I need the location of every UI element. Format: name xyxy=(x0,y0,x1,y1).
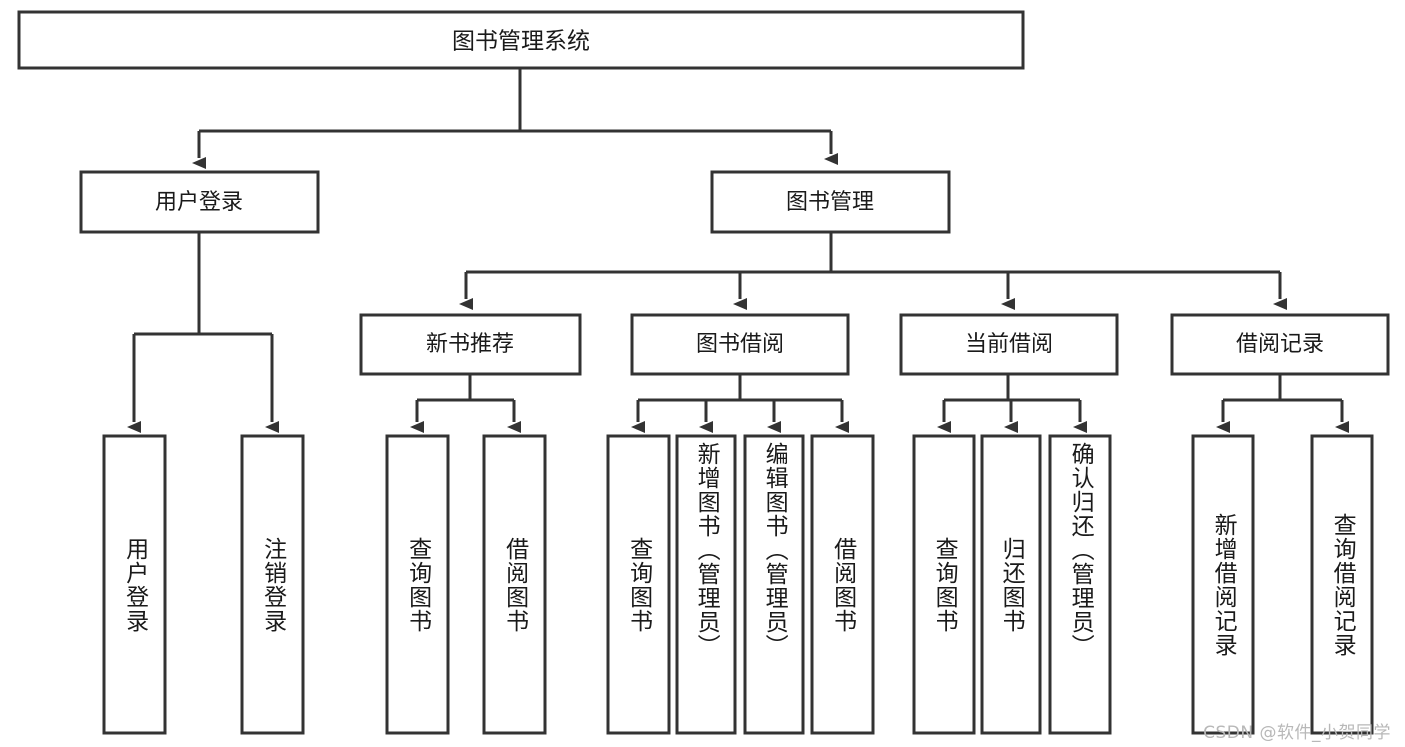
node-leaf-add-book-box[interactable] xyxy=(675,434,737,735)
edge-group-book-manage xyxy=(459,232,1287,310)
node-leaf-user-logout-box[interactable] xyxy=(240,434,305,735)
node-book-manage[interactable]: 图书管理 xyxy=(710,170,951,234)
leaf-boxes xyxy=(102,434,1374,735)
node-leaf-query-book-2-box[interactable] xyxy=(606,434,671,735)
node-leaf-edit-book-box[interactable] xyxy=(743,434,805,735)
node-leaf-return-book-box[interactable] xyxy=(980,434,1042,735)
node-root-box[interactable] xyxy=(17,10,1025,70)
node-current-borrow-box[interactable] xyxy=(899,313,1119,376)
node-current-borrow[interactable]: 当前借阅 xyxy=(899,313,1119,376)
node-current-borrow-label: 当前借阅 xyxy=(965,332,1053,357)
node-new-book-recommend[interactable]: 新书推荐 xyxy=(359,313,582,376)
edge-group-new-book-recommend xyxy=(410,374,521,433)
node-root[interactable]: 图书管理系统 xyxy=(17,10,1025,70)
node-leaf-user-login-box[interactable] xyxy=(102,434,167,735)
node-new-book-recommend-box[interactable] xyxy=(359,313,582,376)
node-book-manage-box[interactable] xyxy=(710,170,951,234)
node-book-manage-label: 图书管理 xyxy=(786,190,874,215)
node-leaf-query-book-3-box[interactable] xyxy=(912,434,976,735)
node-user-login[interactable]: 用户登录 xyxy=(79,170,320,234)
node-user-login-box[interactable] xyxy=(79,170,320,234)
edge-group-book-borrow xyxy=(631,374,849,433)
edge-group-borrow-record xyxy=(1216,374,1349,433)
watermark: CSDN @软件_小贺同学 xyxy=(1203,723,1391,743)
node-user-login-label: 用户登录 xyxy=(155,190,243,215)
node-root-label: 图书管理系统 xyxy=(452,29,590,55)
node-leaf-query-book-1-box[interactable] xyxy=(385,434,450,735)
node-book-borrow-label: 图书借阅 xyxy=(696,332,784,357)
node-book-borrow-box[interactable] xyxy=(630,313,850,376)
edge-group-current-borrow xyxy=(937,374,1087,433)
node-borrow-record-label: 借阅记录 xyxy=(1236,332,1324,357)
edge-group-user-login xyxy=(127,232,279,433)
node-leaf-add-record-box[interactable] xyxy=(1191,434,1255,735)
node-new-book-recommend-label: 新书推荐 xyxy=(426,332,514,357)
node-leaf-borrow-book-1-box[interactable] xyxy=(482,434,547,735)
node-leaf-query-record-box[interactable] xyxy=(1310,434,1374,735)
node-borrow-record[interactable]: 借阅记录 xyxy=(1170,313,1390,376)
edge-group-root xyxy=(192,68,838,169)
node-leaf-borrow-book-2-box[interactable] xyxy=(810,434,875,735)
node-leaf-confirm-return-box[interactable] xyxy=(1048,434,1112,735)
node-borrow-record-box[interactable] xyxy=(1170,313,1390,376)
node-book-borrow[interactable]: 图书借阅 xyxy=(630,313,850,376)
